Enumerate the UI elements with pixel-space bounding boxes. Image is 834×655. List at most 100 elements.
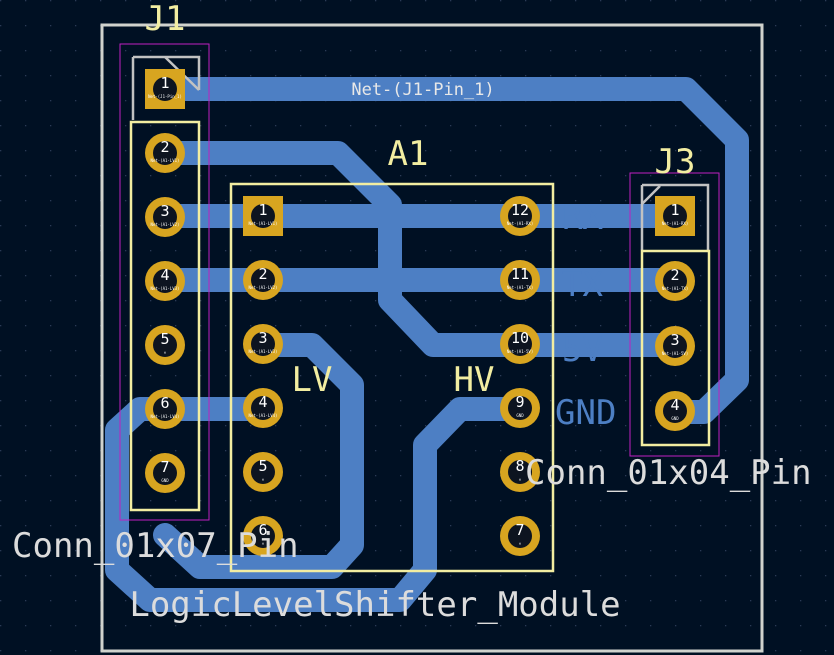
pad-net-name: Net-(J1-Pin_1)	[148, 94, 182, 99]
pad-number: 10	[511, 329, 529, 347]
pad-number: 5	[258, 457, 267, 475]
pad-net-name: ×	[262, 477, 265, 482]
a1-lv-label: LV	[292, 360, 333, 400]
pad-number: 2	[258, 265, 267, 283]
five-v-copper-label: 5V	[562, 330, 603, 370]
j1-reference: J1	[145, 0, 186, 39]
rx-copper-label: RX	[562, 198, 603, 238]
pad-drill-hole	[663, 399, 687, 423]
pad-net-name: Net-(A1-LV4)	[249, 413, 278, 418]
j3-value: Conn_01x04_Pin	[525, 453, 812, 493]
pad-drill-hole	[508, 204, 532, 228]
pad-number: 2	[160, 138, 169, 156]
pad-number: 7	[160, 458, 169, 476]
pad-drill-hole	[153, 205, 177, 229]
a1-silkscreen	[229, 182, 555, 573]
pad-a1-left-5[interactable]: 5×	[243, 452, 283, 492]
pad-drill-hole	[251, 204, 275, 228]
pad-drill-hole	[153, 397, 177, 421]
pad-net-name: Net-(A1-LV1)	[151, 158, 180, 163]
pads-layer: 1Net-(J1-Pin_1)2Net-(A1-LV1)3Net-(A1-LV2…	[145, 69, 695, 556]
pad-number: 1	[160, 74, 169, 92]
tx-copper-label: TX	[562, 265, 603, 305]
a1-reference: A1	[388, 134, 429, 174]
pad-net-name: Net-(A1-5V)	[507, 349, 534, 354]
pad-number: 9	[515, 393, 524, 411]
pad-number: 5	[160, 330, 169, 348]
pad-a1-right-8[interactable]: 8×	[500, 452, 540, 492]
pad-drill-hole	[153, 141, 177, 165]
j1-courtyard	[119, 43, 210, 521]
j3-courtyard	[629, 172, 720, 457]
pad-drill-hole	[251, 524, 275, 548]
j3-silkscreen	[640, 249, 711, 447]
a1-value: LogicLevelShifter_Module	[129, 585, 620, 625]
pad-drill-hole	[663, 269, 687, 293]
pad-drill-hole	[251, 460, 275, 484]
pad-drill-hole	[508, 396, 532, 420]
track-j1-pin1-to-j3-pin4[interactable]	[153, 77, 749, 424]
pad-drill-hole	[153, 269, 177, 293]
j1-silkscreen	[129, 120, 201, 512]
pad-number: 6	[160, 394, 169, 412]
pad-number: 3	[670, 331, 679, 349]
track-j1-pin2-to-j3-pin3[interactable]	[153, 141, 687, 357]
pad-net-name: Net-(A1-LV3)	[249, 349, 278, 354]
net-label-j1-pin1: Net-(J1-Pin_1)	[351, 80, 494, 100]
gnd-copper-label: GND	[555, 393, 616, 433]
pad-a1-right-7[interactable]: 7×	[500, 516, 540, 556]
pad-net-name: ×	[164, 350, 167, 355]
pad-j1-5[interactable]: 5×	[145, 325, 185, 365]
a1-hv-label: HV	[454, 360, 495, 400]
pad-net-name: GND	[161, 478, 169, 483]
pad-drill-hole	[153, 461, 177, 485]
pad-drill-hole	[153, 333, 177, 357]
pad-net-name: Net-(A1-LV1)	[249, 221, 278, 226]
pad-number: 4	[258, 393, 267, 411]
pad-number: 7	[515, 521, 524, 539]
pad-net-name: Net-(A1-RX)	[662, 221, 689, 226]
pad-net-name: Net-(A1-LV2)	[249, 285, 278, 290]
j1-fab-outline	[133, 55, 201, 90]
pad-drill-hole	[508, 268, 532, 292]
pad-net-name: GND	[516, 413, 524, 418]
pad-number: 4	[160, 266, 169, 284]
track-a1-pin9-loop[interactable]	[105, 397, 532, 612]
pad-a1-left-6[interactable]: 6×	[243, 516, 283, 556]
pad-drill-hole	[251, 268, 275, 292]
pad-net-name: ×	[262, 541, 265, 546]
pad-number: 3	[160, 202, 169, 220]
silkscreen-outlines	[129, 120, 711, 573]
j3-reference: J3	[655, 142, 696, 182]
silkscreen-texts: J1 A1 J3 LV HV Conn_01x07_Pin LogicLevel…	[12, 0, 812, 625]
j1-value: Conn_01x07_Pin	[12, 526, 299, 566]
pad-drill-hole	[663, 204, 687, 228]
copper-text-labels: RX TX 5V GND	[555, 198, 616, 433]
courtyards	[119, 43, 720, 521]
pad-drill-hole	[251, 332, 275, 356]
pad-number: 3	[258, 329, 267, 347]
pad-net-name: Net-(A1-TX)	[662, 286, 689, 291]
connector-fab-outlines	[131, 55, 710, 250]
pad-drill-hole	[153, 77, 177, 101]
track-a1-pin3-loop[interactable]	[153, 333, 364, 579]
